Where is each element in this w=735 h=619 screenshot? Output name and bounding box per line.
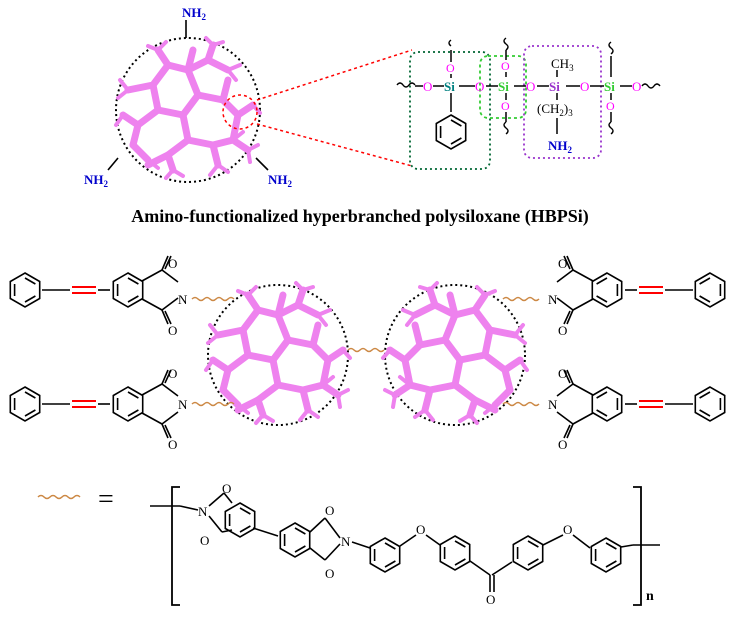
zoom-lines bbox=[256, 49, 413, 167]
phenyl-unit-box bbox=[409, 51, 491, 170]
zoom-circle bbox=[222, 94, 258, 130]
svg-text:N: N bbox=[178, 397, 188, 412]
svg-text:O: O bbox=[446, 61, 455, 75]
figure-caption: Amino-functionalized hyperbranched polys… bbox=[131, 206, 589, 227]
svg-text:O: O bbox=[563, 522, 572, 537]
svg-text:O: O bbox=[580, 79, 589, 94]
repeat-unit-definition: = n N O O O O N O O bbox=[37, 481, 660, 607]
svg-text:O: O bbox=[475, 79, 484, 94]
svg-text:N: N bbox=[341, 534, 351, 549]
svg-text:O: O bbox=[558, 323, 567, 338]
pepa-end-cap-top-right: N O O bbox=[548, 256, 725, 338]
svg-text:O: O bbox=[501, 99, 510, 113]
hbpsi-structure: O Si O Si O Si O Si O O O O CH3 (CH2)3 N… bbox=[396, 37, 661, 170]
svg-text:N: N bbox=[548, 292, 558, 307]
amine-label-left: NH2 bbox=[84, 172, 109, 189]
svg-text:O: O bbox=[526, 79, 535, 94]
repeat-subscript: n bbox=[646, 589, 654, 604]
svg-text:Si: Si bbox=[444, 79, 455, 94]
svg-text:O: O bbox=[200, 533, 209, 548]
pepa-end-cap-bottom-left: N O O bbox=[10, 366, 188, 452]
svg-text:O: O bbox=[558, 366, 567, 381]
polyimide-linkers bbox=[191, 296, 540, 407]
aminopropyl-unit-box bbox=[523, 45, 602, 159]
svg-text:N: N bbox=[548, 397, 558, 412]
svg-text:O: O bbox=[168, 256, 177, 271]
svg-text:O: O bbox=[558, 437, 567, 452]
svg-text:O: O bbox=[486, 592, 495, 607]
svg-text:N: N bbox=[178, 292, 188, 307]
svg-text:O: O bbox=[168, 323, 177, 338]
svg-text:O: O bbox=[423, 79, 432, 94]
siloxane-unit-box bbox=[479, 55, 527, 119]
svg-text:(CH2)3: (CH2)3 bbox=[537, 101, 573, 118]
svg-text:O: O bbox=[325, 566, 334, 581]
svg-text:O: O bbox=[222, 481, 231, 496]
pepa-end-cap-bottom-right: N O O bbox=[548, 366, 725, 452]
equals-sign: = bbox=[98, 484, 114, 515]
svg-text:O: O bbox=[501, 59, 510, 73]
amine-label-top: NH2 bbox=[182, 5, 207, 22]
hbpsi-particle: NH2 NH2 NH2 bbox=[84, 5, 293, 189]
svg-text:CH3: CH3 bbox=[551, 56, 574, 73]
svg-text:NH2: NH2 bbox=[548, 138, 573, 155]
svg-text:Si: Si bbox=[498, 79, 509, 94]
linker-legend bbox=[37, 494, 81, 500]
svg-text:Si: Si bbox=[549, 79, 560, 94]
svg-text:O: O bbox=[416, 522, 425, 537]
svg-text:O: O bbox=[632, 79, 641, 94]
svg-text:N: N bbox=[198, 504, 208, 519]
svg-text:O: O bbox=[168, 366, 177, 381]
svg-text:Si: Si bbox=[604, 79, 615, 94]
composite-network: N O O N O O N O O N O O bbox=[10, 256, 724, 452]
amine-label-right: NH2 bbox=[268, 172, 293, 189]
svg-text:O: O bbox=[606, 99, 615, 113]
svg-text:O: O bbox=[325, 503, 334, 518]
svg-text:O: O bbox=[558, 256, 567, 271]
svg-text:O: O bbox=[168, 437, 177, 452]
pepa-end-cap-top-left: N O O bbox=[10, 256, 188, 338]
